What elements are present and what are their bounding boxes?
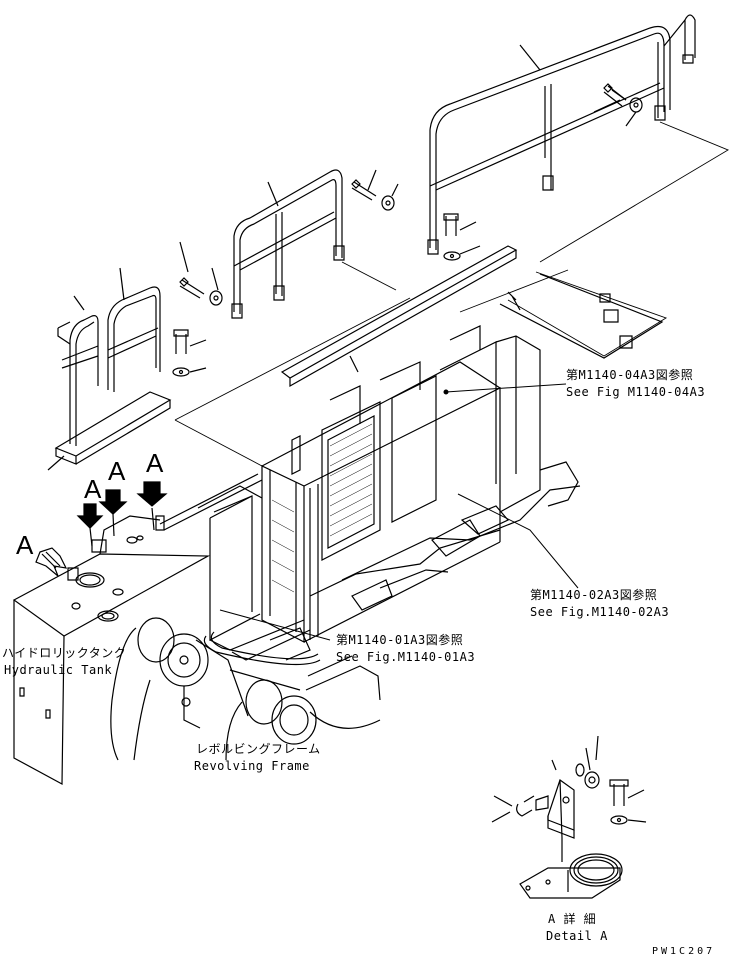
bolt-washer-center xyxy=(352,170,398,210)
hydraulic-tank xyxy=(14,516,208,784)
hoses xyxy=(204,632,320,665)
ref-04a3-en: See Fig M1140-04A3 xyxy=(566,385,706,399)
platform-outlines xyxy=(175,122,728,466)
step-plate xyxy=(48,392,170,470)
hydraulic-tank-jp: ハイドロリックタンク xyxy=(2,646,127,660)
medium-handrail xyxy=(232,170,344,318)
detail-a-markers xyxy=(36,482,166,576)
cooling-frame xyxy=(160,326,580,660)
angle-bar-middle xyxy=(282,246,516,386)
small-handrails-left xyxy=(58,268,160,446)
detail-a-title-jp: A 詳 細 xyxy=(548,912,597,926)
ref-01a3-jp: 第M1140-01A3図参照 xyxy=(336,633,464,647)
revolving-frame-en: Revolving Frame xyxy=(194,759,310,773)
marker-a-4: A xyxy=(16,530,34,560)
marker-a-1: A xyxy=(146,448,164,478)
long-handrail xyxy=(428,15,695,254)
detail-a-title-en: Detail A xyxy=(546,929,608,943)
hydraulic-tank-en: Hydraulic Tank xyxy=(4,663,113,677)
top-cover-plate xyxy=(500,274,662,358)
bolt-washer-middle xyxy=(444,214,480,260)
marker-a-2: A xyxy=(108,456,126,486)
ref-02a3-en: See Fig.M1140-02A3 xyxy=(530,605,670,619)
bolt-washer-top-right xyxy=(594,84,642,126)
bolt-washer-left xyxy=(180,242,222,305)
ref-02a3-jp: 第M1140-02A3図参照 xyxy=(530,588,658,602)
detail-a-drawing xyxy=(492,736,646,898)
revolving-frame-jp: レボルビングフレーム xyxy=(196,742,321,756)
marker-a-3: A xyxy=(84,474,102,504)
drawing-code: PW1C207 xyxy=(652,946,716,957)
bolt-washer-lower-left xyxy=(173,330,206,376)
revolving-frame xyxy=(111,618,380,760)
callout-leaders xyxy=(220,384,578,640)
ref-04a3-jp: 第M1140-04A3図参照 xyxy=(566,368,694,382)
radiator-core xyxy=(272,424,372,592)
ref-01a3-en: See Fig.M1140-01A3 xyxy=(336,650,476,664)
